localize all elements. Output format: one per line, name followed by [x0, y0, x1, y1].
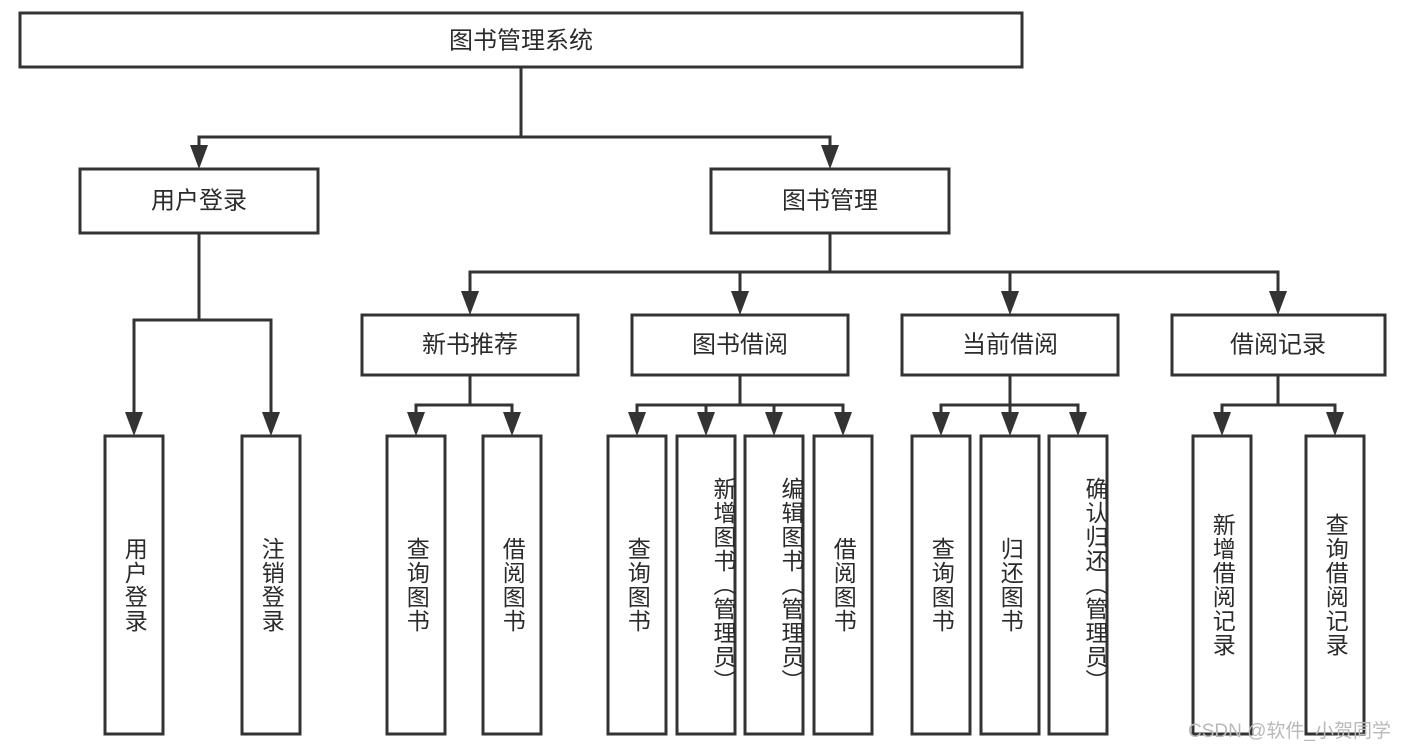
connector-group-new-book-rec: [407, 373, 521, 436]
node-leaf-edit-book-box[interactable]: [743, 434, 805, 736]
node-book-manage-label: 图书管理: [782, 187, 878, 214]
node-leaf-user-logout-box[interactable]: [240, 434, 302, 736]
node-current-borrow-label: 当前借阅: [962, 331, 1058, 358]
arrow-head-borrow-record: [1269, 291, 1287, 315]
node-borrow-record[interactable]: 借阅记录: [1170, 313, 1387, 377]
arrow-head-leaf-query-book-3: [932, 412, 950, 436]
arrow-head-leaf-return-book: [1001, 412, 1019, 436]
node-book-borrow-label: 图书借阅: [692, 331, 788, 358]
node-leaf-user-login-box[interactable]: [103, 434, 165, 736]
arrow-head-leaf-query-book-2: [628, 412, 646, 436]
node-borrow-record-label: 借阅记录: [1230, 331, 1326, 358]
node-user-login-box[interactable]: [78, 167, 320, 235]
arrow-head-leaf-user-login: [125, 412, 143, 436]
node-book-borrow[interactable]: 图书借阅: [630, 313, 850, 377]
node-book-manage-box[interactable]: [709, 167, 951, 235]
node-leaf-borrow-book-1-box[interactable]: [481, 434, 543, 736]
connector-group-root: [190, 65, 839, 169]
arrow-head-leaf-user-logout: [262, 412, 280, 436]
node-new-book-rec[interactable]: 新书推荐: [360, 313, 580, 377]
node-user-login-label: 用户登录: [151, 187, 247, 214]
arrow-head-book-manage: [821, 145, 839, 169]
node-leaf-query-book-2-box[interactable]: [606, 434, 668, 736]
arrow-head-leaf-edit-book: [765, 412, 783, 436]
arrow-head-leaf-query-record: [1326, 412, 1344, 436]
node-leaf-add-record-box[interactable]: [1191, 434, 1253, 736]
node-new-book-rec-box[interactable]: [360, 313, 580, 377]
arrow-head-new-book-rec: [461, 291, 479, 315]
node-leaf-query-record-box[interactable]: [1304, 434, 1366, 736]
node-root-box[interactable]: [18, 11, 1024, 69]
arrow-head-leaf-borrow-book-2: [834, 412, 852, 436]
arrow-head-current-borrow: [1001, 291, 1019, 315]
node-borrow-record-box[interactable]: [1170, 313, 1387, 377]
node-new-book-rec-label: 新书推荐: [422, 331, 518, 358]
connector-group-user-login: [125, 231, 280, 436]
node-current-borrow[interactable]: 当前借阅: [900, 313, 1120, 377]
node-book-borrow-box[interactable]: [630, 313, 850, 377]
arrow-head-leaf-confirm-return: [1069, 412, 1087, 436]
node-leaf-add-book-box[interactable]: [675, 434, 737, 736]
node-root-label: 图书管理系统: [449, 27, 593, 54]
arrow-head-user-login: [190, 145, 208, 169]
arrow-head-leaf-query-book-1: [407, 412, 425, 436]
node-leaf-query-book-3-box[interactable]: [910, 434, 972, 736]
arrow-head-leaf-add-book: [697, 412, 715, 436]
node-leaf-return-book-box[interactable]: [979, 434, 1041, 736]
node-leaf-confirm-return-box[interactable]: [1047, 434, 1109, 736]
node-leaf-query-book-1-box[interactable]: [385, 434, 447, 736]
node-book-manage[interactable]: 图书管理: [709, 167, 951, 235]
connector-group-book-borrow: [628, 373, 852, 436]
arrow-head-book-borrow: [731, 291, 749, 315]
arrow-head-leaf-add-record: [1213, 412, 1231, 436]
node-root[interactable]: 图书管理系统: [18, 11, 1024, 69]
node-leaf-borrow-book-2-box[interactable]: [812, 434, 874, 736]
connector-group-borrow-record: [1213, 373, 1344, 436]
arrow-head-leaf-borrow-book-1: [503, 412, 521, 436]
connector-group-book-manage: [461, 231, 1287, 315]
node-user-login[interactable]: 用户登录: [78, 167, 320, 235]
node-current-borrow-box[interactable]: [900, 313, 1120, 377]
connector-group-current-borrow: [932, 373, 1087, 436]
